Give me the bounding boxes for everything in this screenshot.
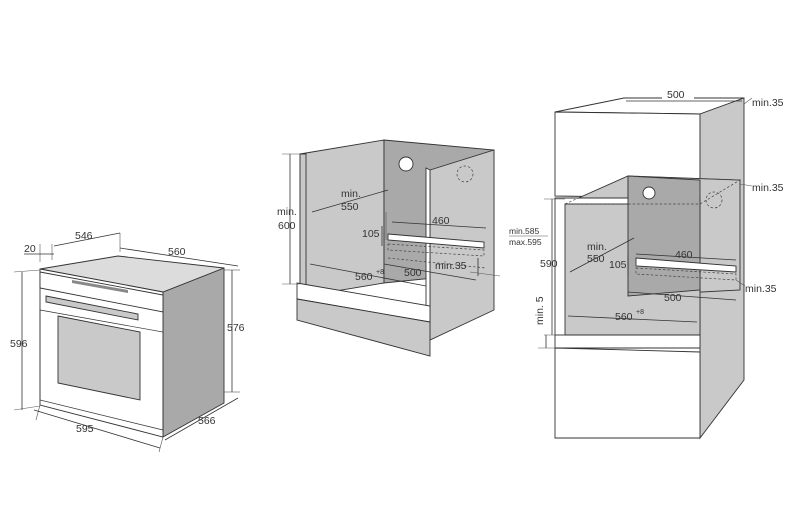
dim-col-min5: min. 5: [534, 296, 546, 325]
dim-oven-576: 576: [227, 322, 245, 334]
oven-control-panel: [39, 271, 164, 313]
dim-cab-500: 500: [404, 267, 422, 279]
cabinet-left-wall: [299, 153, 307, 301]
oven-drawing: 20 546 560 596 576 595 566: [10, 230, 245, 453]
dim-cab-min35: min.35: [435, 260, 467, 272]
dim-col-mid-min35: min.35: [752, 182, 784, 194]
dim-col-105: 105: [609, 259, 627, 271]
dim-col-460: 460: [675, 249, 693, 261]
dim-col-min585: min.585: [509, 226, 540, 236]
dim-col-depth-min: min.: [587, 241, 607, 253]
column-vent-slot: [635, 257, 737, 273]
column-niche-shadow: [627, 175, 701, 297]
dim-oven-596: 596: [10, 338, 28, 350]
dim-col-500: 500: [664, 292, 682, 304]
dim-cab-600: 600: [278, 220, 296, 232]
dim-oven-560: 560: [168, 246, 186, 258]
dim-col-560-tol: +8: [636, 309, 644, 316]
dim-col-max595: max.595: [509, 237, 542, 247]
column-shelf: [554, 334, 701, 349]
under-counter-cabinet: min. 600 min. 550 460 105 560 +8 500 min…: [277, 139, 501, 357]
dim-cab-560-tol: +8: [376, 269, 384, 276]
dim-col-560: 560: [615, 311, 633, 323]
dim-col-top-500: 500: [667, 89, 685, 101]
dim-cab-105: 105: [362, 228, 380, 240]
oven-door-window: [57, 315, 141, 401]
dim-oven-546: 546: [75, 230, 93, 242]
dim-oven-595: 595: [76, 423, 94, 435]
cabinet-plinth: [296, 298, 431, 357]
dim-col-590: 590: [540, 258, 558, 270]
column-cabinet: 500 min.35 min.35 min.35 min.585 max.595…: [509, 88, 784, 440]
column-vent-hole: [642, 186, 656, 200]
dim-cab-560: 560: [355, 271, 373, 283]
dim-cab-depth-min: min.: [341, 188, 361, 200]
dim-cab-460: 460: [432, 215, 450, 227]
dim-cab-550: 550: [341, 201, 359, 213]
dim-col-550: 550: [587, 253, 605, 265]
oven-door-outline: [39, 309, 164, 431]
dim-oven-566: 566: [198, 415, 216, 427]
oven-door-handle: [45, 295, 139, 321]
dim-col-right-min35: min.35: [745, 283, 777, 295]
cabinet-vent-hole: [398, 156, 414, 172]
oven-display: [72, 280, 128, 293]
column-lower-front: [554, 347, 701, 439]
dim-cab-min-label: min.: [277, 206, 297, 218]
cabinet-vent-slot: [387, 233, 485, 249]
dim-col-top-min35: min.35: [752, 97, 784, 109]
dim-oven-20: 20: [24, 243, 36, 255]
